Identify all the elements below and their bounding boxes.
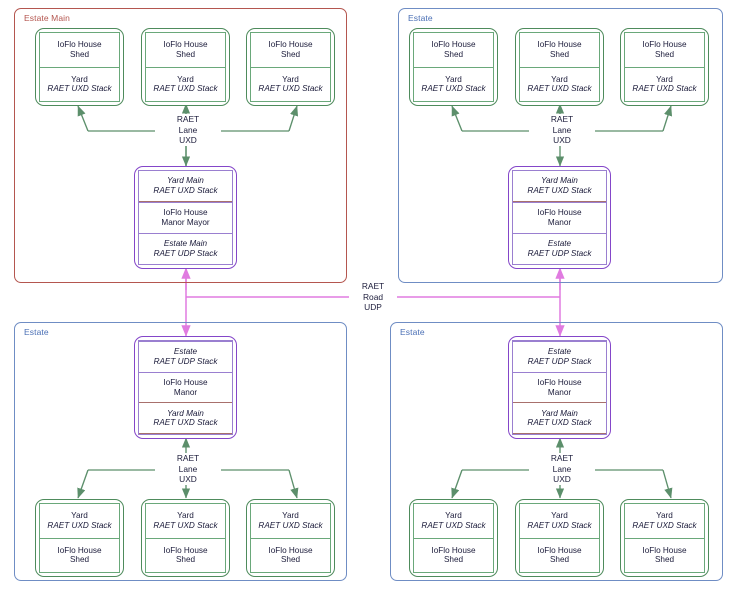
lane-edge-label: RAET Lane UXD <box>155 114 221 146</box>
manor-cell-estate-udp: Estate RAET UDP Stack <box>513 233 606 264</box>
lane-edge-label: RAET Lane UXD <box>529 114 595 146</box>
manor-cell-yard-main: Yard Main RAET UXD Stack <box>513 171 606 202</box>
shed-cell-house: IoFlo House Shed <box>414 537 493 573</box>
shed-cell-house: IoFlo House Shed <box>537 40 582 59</box>
estate-main-label: Estate Main <box>24 13 70 23</box>
shed-cell-house: IoFlo House Shed <box>57 40 102 59</box>
manor-cell-yard-main: Yard Main RAET UXD Stack <box>513 402 606 435</box>
manor-cell-core: IoFlo House Manor Mayor <box>139 202 232 233</box>
shed-node[interactable]: Yard RAET UXD Stack IoFlo House Shed <box>620 499 709 577</box>
shed-cell-yard: Yard RAET UXD Stack <box>153 511 218 530</box>
estate-main-container[interactable]: Estate Main <box>14 8 347 283</box>
shed-cell-house: IoFlo House Shed <box>146 537 225 573</box>
estate-bottom-right-container[interactable]: Estate <box>390 322 723 581</box>
manor-node[interactable]: Estate RAET UDP Stack IoFlo House Manor … <box>134 336 237 439</box>
shed-cell-yard: Yard RAET UXD Stack <box>146 66 225 102</box>
estate-label: Estate <box>408 13 433 23</box>
estate-bottom-left-container[interactable]: Estate <box>14 322 347 581</box>
shed-cell-house: IoFlo House Shed <box>520 537 599 573</box>
shed-cell-yard: Yard RAET UXD Stack <box>625 66 704 102</box>
shed-node[interactable]: IoFlo House Shed Yard RAET UXD Stack <box>620 28 709 106</box>
manor-cell-core: IoFlo House Manor <box>139 371 232 403</box>
shed-node[interactable]: IoFlo House Shed Yard RAET UXD Stack <box>141 28 230 106</box>
shed-cell-yard: Yard RAET UXD Stack <box>527 511 592 530</box>
shed-node[interactable]: IoFlo House Shed Yard RAET UXD Stack <box>409 28 498 106</box>
shed-cell-yard: Yard RAET UXD Stack <box>520 66 599 102</box>
shed-cell-yard: Yard RAET UXD Stack <box>258 511 323 530</box>
manor-cell-yard-main: Yard Main RAET UXD Stack <box>139 402 232 435</box>
manor-cell-core: IoFlo House Manor <box>513 371 606 403</box>
shed-node[interactable]: Yard RAET UXD Stack IoFlo House Shed <box>141 499 230 577</box>
estate-label: Estate <box>24 327 49 337</box>
shed-cell-house: IoFlo House Shed <box>431 40 476 59</box>
shed-node[interactable]: Yard RAET UXD Stack IoFlo House Shed <box>246 499 335 577</box>
estate-top-right-container[interactable]: Estate <box>398 8 723 283</box>
manor-node[interactable]: Yard Main RAET UXD Stack IoFlo House Man… <box>134 166 237 269</box>
shed-cell-house: IoFlo House Shed <box>251 537 330 573</box>
manor-cell-estate-udp: Estate RAET UDP Stack <box>139 341 232 372</box>
manor-cell-estate-udp: Estate RAET UDP Stack <box>513 341 606 372</box>
manor-cell-yard-main: Yard Main RAET UXD Stack <box>139 171 232 202</box>
manor-cell-core: IoFlo House Manor <box>513 202 606 233</box>
manor-node[interactable]: Estate RAET UDP Stack IoFlo House Manor … <box>508 336 611 439</box>
shed-cell-house: IoFlo House Shed <box>40 537 119 573</box>
shed-node[interactable]: IoFlo House Shed Yard RAET UXD Stack <box>35 28 124 106</box>
estate-label: Estate <box>400 327 425 337</box>
shed-cell-yard: Yard RAET UXD Stack <box>414 66 493 102</box>
shed-cell-yard: Yard RAET UXD Stack <box>632 511 697 530</box>
shed-cell-house: IoFlo House Shed <box>268 40 313 59</box>
shed-cell-yard: Yard RAET UXD Stack <box>251 66 330 102</box>
shed-cell-house: IoFlo House Shed <box>642 40 687 59</box>
shed-node[interactable]: Yard RAET UXD Stack IoFlo House Shed <box>409 499 498 577</box>
shed-cell-house: IoFlo House Shed <box>163 40 208 59</box>
shed-cell-yard: Yard RAET UXD Stack <box>421 511 486 530</box>
manor-node[interactable]: Yard Main RAET UXD Stack IoFlo House Man… <box>508 166 611 269</box>
shed-cell-yard: Yard RAET UXD Stack <box>47 511 112 530</box>
shed-node[interactable]: Yard RAET UXD Stack IoFlo House Shed <box>515 499 604 577</box>
manor-cell-estate-udp: Estate Main RAET UDP Stack <box>139 233 232 264</box>
shed-node[interactable]: IoFlo House Shed Yard RAET UXD Stack <box>246 28 335 106</box>
road-edge-label: RAET Road UDP <box>349 281 397 313</box>
shed-cell-yard: Yard RAET UXD Stack <box>40 66 119 102</box>
shed-cell-house: IoFlo House Shed <box>625 537 704 573</box>
lane-edge-label: RAET Lane UXD <box>529 453 595 485</box>
shed-node[interactable]: Yard RAET UXD Stack IoFlo House Shed <box>35 499 124 577</box>
lane-edge-label: RAET Lane UXD <box>155 453 221 485</box>
shed-node[interactable]: IoFlo House Shed Yard RAET UXD Stack <box>515 28 604 106</box>
